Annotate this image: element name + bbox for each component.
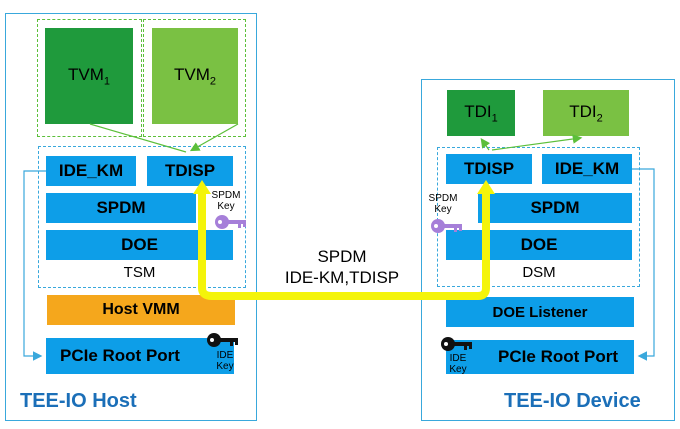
tdi2-label: TDI2 xyxy=(569,101,603,125)
host-root-port-box: PCIe Root Port xyxy=(46,338,234,374)
device-ide-key-icon xyxy=(441,337,472,351)
doe-listener-box: DOE Listener xyxy=(446,297,634,327)
tvm1-label: TVM1 xyxy=(67,64,110,88)
dsm-label: DSM xyxy=(522,263,556,281)
tvm2-label: TVM2 xyxy=(173,64,216,88)
host-vmm-box: Host VMM xyxy=(47,295,235,325)
tvm1-box: TVM1 xyxy=(45,28,133,124)
device-tdisp-box: TDISP xyxy=(446,154,532,184)
tsm-label: TSM xyxy=(123,263,156,281)
link-label: SPDM IDE-KM,TDISP xyxy=(284,247,400,287)
host-title: TEE-IO Host xyxy=(20,390,137,412)
host-ide-km-box: IDE_KM xyxy=(46,156,136,186)
tdi1-label: TDI1 xyxy=(464,101,498,125)
tdi2-box: TDI2 xyxy=(543,90,629,136)
host-spdm-box: SPDM xyxy=(46,193,196,223)
host-doe-box: DOE xyxy=(46,230,233,260)
device-spdm-key-icon xyxy=(431,219,462,233)
device-title: TEE-IO Device xyxy=(504,390,641,412)
device-spdm-box: SPDM xyxy=(478,193,632,223)
host-spdm-key-icon xyxy=(215,215,246,229)
device-doe-box: DOE xyxy=(446,230,632,260)
host-tdisp-box: TDISP xyxy=(147,156,233,186)
tdi1-box: TDI1 xyxy=(447,90,515,136)
host-ide-key-icon xyxy=(207,333,238,347)
device-ide-km-box: IDE_KM xyxy=(542,154,632,184)
tvm1-dashed-boundary xyxy=(37,19,142,137)
tvm2-box: TVM2 xyxy=(152,28,238,124)
device-root-port-box: PCIe Root Port xyxy=(446,340,634,374)
